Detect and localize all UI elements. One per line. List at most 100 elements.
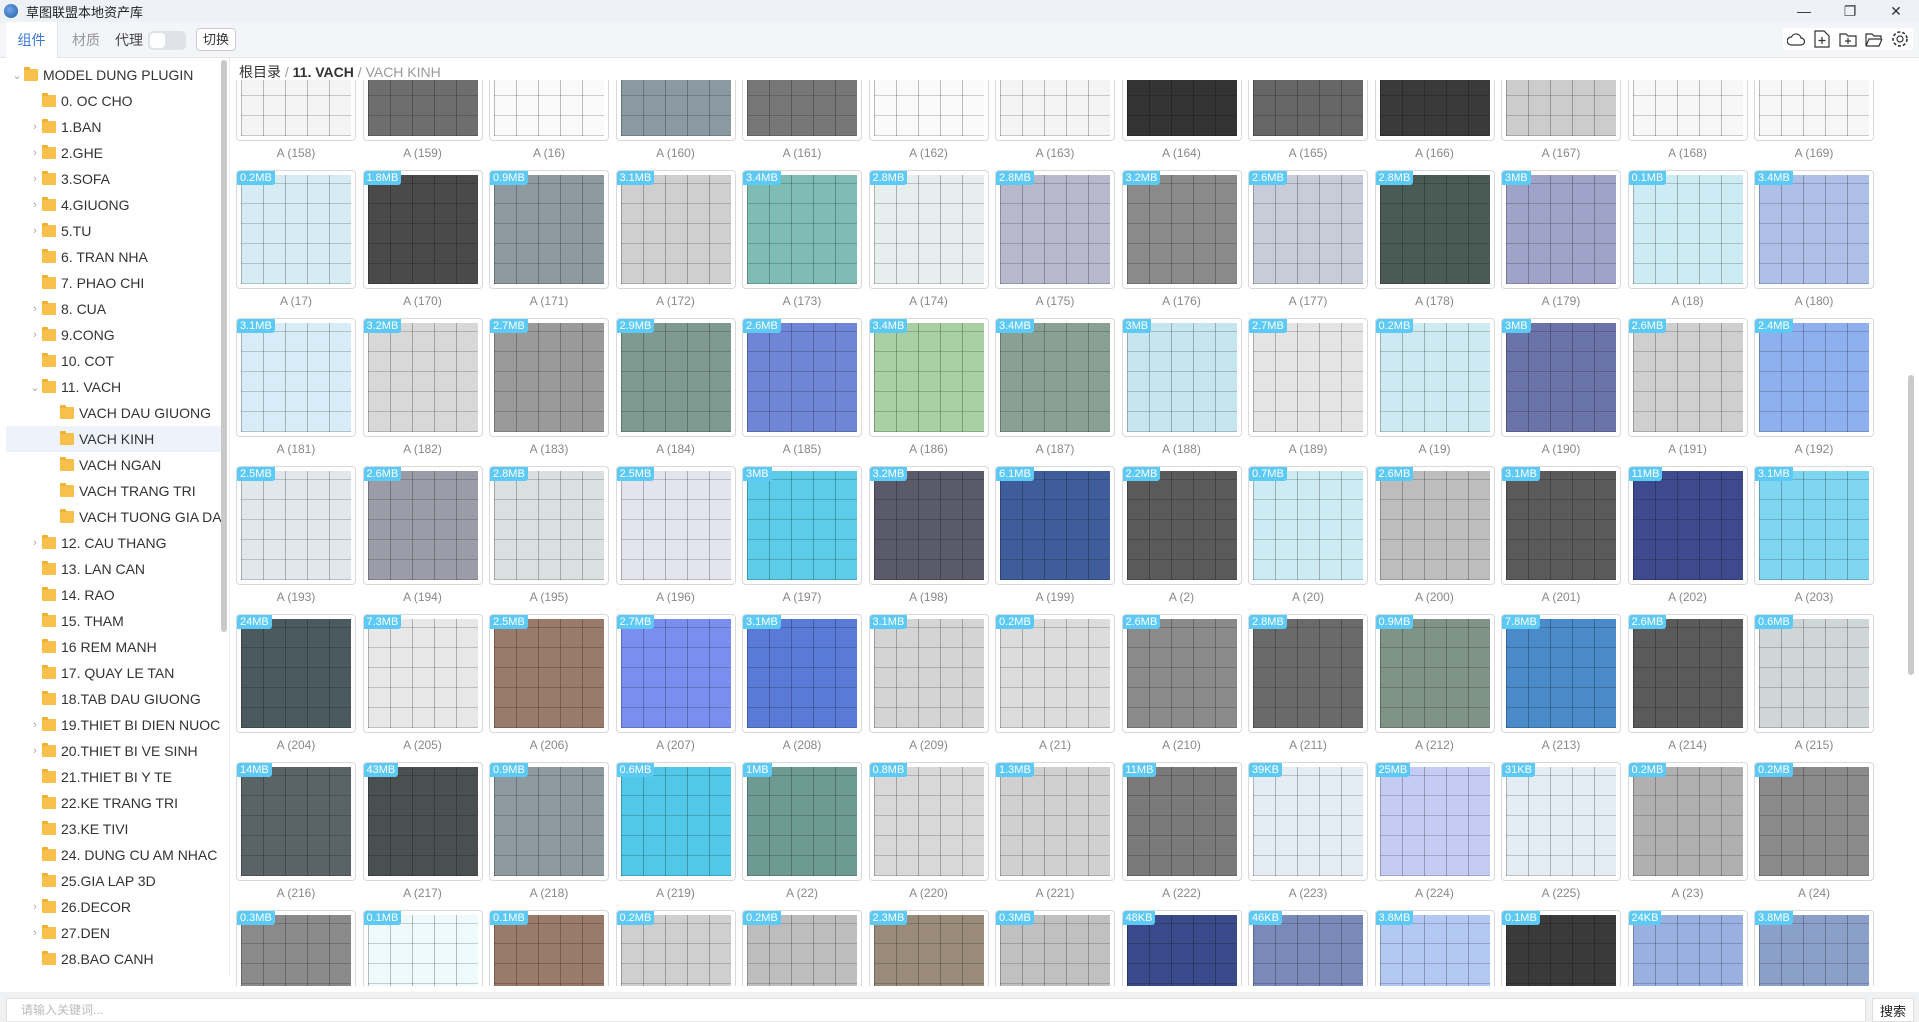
asset-card[interactable]: 3MB	[742, 466, 862, 585]
chevron-right-icon[interactable]: ›	[33, 719, 37, 731]
asset-card[interactable]	[868, 80, 989, 141]
asset-card[interactable]: 0.2MB	[615, 910, 736, 986]
asset-card[interactable]: 0.6MB	[1754, 614, 1874, 733]
asset-card[interactable]	[995, 80, 1115, 141]
asset-card[interactable]: 0.9MB	[489, 762, 609, 881]
asset-card[interactable]: 2.8MB	[995, 170, 1115, 289]
asset-card[interactable]: 2.3MB	[868, 910, 989, 986]
asset-card[interactable]: 0.9MB	[1374, 614, 1495, 733]
asset-card[interactable]: 2.6MB	[1627, 318, 1748, 437]
asset-card[interactable]: 0.6MB	[615, 762, 736, 881]
chevron-right-icon[interactable]: ›	[33, 901, 37, 913]
asset-card[interactable]: 3.4MB	[995, 318, 1115, 437]
tree-item[interactable]: ›1.BAN	[6, 114, 222, 140]
asset-card[interactable]	[362, 80, 483, 141]
asset-card[interactable]: 3MB	[1501, 318, 1621, 437]
tree-item[interactable]: ›5.TU	[6, 218, 222, 244]
close-button[interactable]: ✕	[1890, 2, 1902, 19]
asset-card[interactable]: 3.2MB	[1121, 170, 1242, 289]
asset-card[interactable]: 0.3MB	[236, 910, 356, 986]
tree-item[interactable]: ›20.THIET BI VE SINH	[6, 738, 222, 764]
asset-card[interactable]: 46KB	[1248, 910, 1368, 986]
search-button[interactable]: 搜索	[1872, 998, 1914, 1022]
asset-card[interactable]: 3MB	[1501, 170, 1621, 289]
tree-item[interactable]: ›26.DECOR	[6, 894, 222, 920]
tree-item[interactable]: 25.GIA LAP 3D	[6, 868, 222, 894]
asset-card[interactable]: 3.1MB	[868, 614, 989, 733]
search-input[interactable]	[6, 998, 1866, 1022]
tree-item[interactable]: ›19.THIET BI DIEN NUOC	[6, 712, 222, 738]
tree-item[interactable]: ⌄MODEL DUNG PLUGIN	[6, 62, 222, 88]
grid-scroll-thumb[interactable]	[1908, 375, 1914, 675]
asset-card[interactable]	[615, 80, 736, 141]
asset-card[interactable]: 2.2MB	[1121, 466, 1242, 585]
asset-card[interactable]: 1.8MB	[362, 170, 483, 289]
gear-icon[interactable]	[1891, 30, 1909, 48]
asset-card[interactable]: 0.7MB	[1248, 466, 1368, 585]
tree-item[interactable]: ›27.DEN	[6, 920, 222, 946]
tree-item[interactable]: 7. PHAO CHI	[6, 270, 222, 296]
asset-card[interactable]: 3.2MB	[868, 466, 989, 585]
tree-item[interactable]: 24. DUNG CU AM NHAC	[6, 842, 222, 868]
chevron-right-icon[interactable]: ›	[33, 537, 37, 549]
chevron-right-icon[interactable]: ›	[33, 147, 37, 159]
asset-card[interactable]: 3.4MB	[868, 318, 989, 437]
asset-card[interactable]: 2.7MB	[489, 318, 609, 437]
tab-components[interactable]: 组件	[6, 22, 58, 59]
asset-card[interactable]: 2.8MB	[868, 170, 989, 289]
asset-card[interactable]: 0.2MB	[236, 170, 356, 289]
asset-card[interactable]: 0.1MB	[1501, 910, 1621, 986]
tree-item[interactable]: VACH DAU GIUONG	[6, 400, 222, 426]
chevron-right-icon[interactable]: ›	[33, 225, 37, 237]
tree-item[interactable]: VACH TRANG TRI	[6, 478, 222, 504]
asset-card[interactable]	[236, 80, 356, 141]
asset-card[interactable]: 0.1MB	[489, 910, 609, 986]
tree-item[interactable]: 28.BAO CANH	[6, 946, 222, 972]
asset-card[interactable]	[489, 80, 609, 141]
asset-card[interactable]	[1374, 80, 1495, 141]
asset-card[interactable]: 0.2MB	[742, 910, 862, 986]
minimize-button[interactable]: —	[1797, 3, 1811, 19]
asset-card[interactable]: 2.5MB	[236, 466, 356, 585]
asset-card[interactable]: 7.8MB	[1501, 614, 1621, 733]
asset-card[interactable]: 3.1MB	[615, 170, 736, 289]
chevron-down-icon[interactable]: ⌄	[12, 69, 22, 82]
asset-card[interactable]: 2.6MB	[742, 318, 862, 437]
asset-card[interactable]	[742, 80, 862, 141]
tree-item[interactable]: ›4.GIUONG	[6, 192, 222, 218]
tree-item[interactable]: 16 REM MANH	[6, 634, 222, 660]
tree-item[interactable]: VACH NGAN	[6, 452, 222, 478]
asset-card[interactable]: 2.6MB	[362, 466, 483, 585]
chevron-right-icon[interactable]: ›	[33, 303, 37, 315]
tree-item[interactable]: ›8. CUA	[6, 296, 222, 322]
chevron-right-icon[interactable]: ›	[33, 745, 37, 757]
asset-card[interactable]: 2.8MB	[1374, 170, 1495, 289]
asset-card[interactable]: 48KB	[1121, 910, 1242, 986]
cloud-icon[interactable]	[1787, 30, 1805, 48]
asset-card[interactable]: 2.8MB	[489, 466, 609, 585]
new-folder-icon[interactable]	[1839, 30, 1857, 48]
asset-card[interactable]: 43MB	[362, 762, 483, 881]
chevron-right-icon[interactable]: ›	[33, 329, 37, 341]
asset-card[interactable]: 11MB	[1627, 466, 1748, 585]
asset-card[interactable]: 3.1MB	[1754, 466, 1874, 585]
asset-card[interactable]: 2.5MB	[489, 614, 609, 733]
asset-card[interactable]: 3.8MB	[1754, 910, 1874, 986]
asset-card[interactable]: 24MB	[236, 614, 356, 733]
open-folder-icon[interactable]	[1865, 30, 1883, 48]
new-file-icon[interactable]	[1813, 30, 1831, 48]
sidebar-scrollbar[interactable]	[220, 58, 228, 978]
chevron-right-icon[interactable]: ›	[33, 927, 37, 939]
tree-item[interactable]: ›12. CAU THANG	[6, 530, 222, 556]
asset-card[interactable]: 0.2MB	[1627, 762, 1748, 881]
asset-card[interactable]: 2.6MB	[1121, 614, 1242, 733]
restore-button[interactable]: ❐	[1843, 2, 1857, 19]
tree-item[interactable]: VACH KINH	[6, 426, 222, 452]
asset-card[interactable]: 6.1MB	[995, 466, 1115, 585]
asset-card[interactable]: 1MB	[742, 762, 862, 881]
asset-card[interactable]: 0.9MB	[489, 170, 609, 289]
chevron-right-icon[interactable]: ›	[33, 199, 37, 211]
asset-card[interactable]	[1121, 80, 1242, 141]
tab-materials[interactable]: 材质	[72, 32, 100, 48]
asset-card[interactable]: 2.6MB	[1374, 466, 1495, 585]
